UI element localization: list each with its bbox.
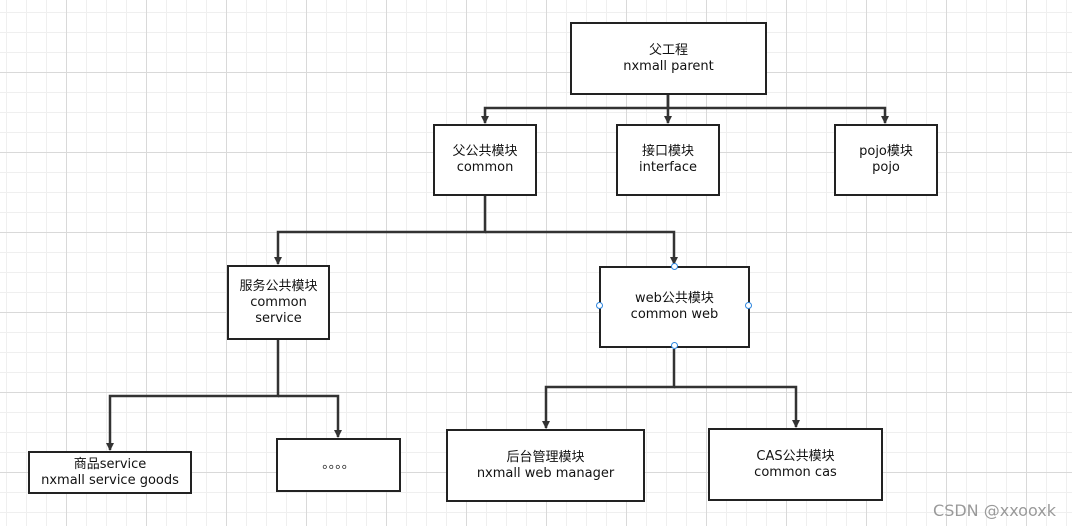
edge-common-web[interactable] <box>485 230 678 265</box>
selection-handle-left[interactable] <box>596 302 603 309</box>
interface-module-box[interactable]: 接口模块 interface <box>616 124 720 196</box>
parent-project-box[interactable]: 父工程 nxmall parent <box>570 22 767 95</box>
selection-handle-right[interactable] <box>745 302 752 309</box>
node-subtitle: pojo <box>872 160 900 175</box>
watermark: CSDN @xxooxk <box>933 501 1056 520</box>
node-subtitle: common web <box>630 307 719 322</box>
web-manager-box[interactable]: 后台管理模块 nxmall web manager <box>446 429 645 502</box>
edge-service-goods[interactable] <box>106 340 280 451</box>
node-subtitle: nxmall web manager <box>476 465 615 481</box>
node-subtitle-2: service <box>255 310 302 326</box>
node-title: 父公共模块 <box>452 144 518 159</box>
node-title: 父工程 <box>648 42 688 58</box>
selection-handle-top[interactable] <box>671 263 678 270</box>
node-subtitle: common <box>456 160 514 175</box>
edge-common-service[interactable] <box>274 196 487 265</box>
node-title: 商品service <box>73 456 147 472</box>
node-subtitle: common cas <box>754 464 837 480</box>
node-subtitle: interface <box>639 160 697 175</box>
edge-service-ellipsis[interactable] <box>278 394 342 438</box>
node-subtitle: common <box>250 294 307 310</box>
pojo-module-box[interactable]: pojo模块 pojo <box>834 124 938 196</box>
selection-handle-bottom[interactable] <box>671 342 678 349</box>
edge-parent-pojo[interactable] <box>668 106 889 124</box>
node-title: 接口模块 <box>641 144 694 159</box>
node-title: 服务公共模块 <box>239 278 318 294</box>
node-subtitle: nxmall parent <box>623 58 714 74</box>
ellipsis-text: 。。。。 <box>322 457 355 472</box>
cas-module-box[interactable]: CAS公共模块 common cas <box>708 428 883 501</box>
edge-parent-common[interactable] <box>481 94 670 124</box>
node-title: web公共模块 <box>635 291 714 306</box>
common-service-box[interactable]: 服务公共模块 common service <box>227 265 330 340</box>
node-title: CAS公共模块 <box>756 448 835 464</box>
node-title: 后台管理模块 <box>506 449 585 465</box>
common-web-box[interactable]: web公共模块 common web <box>599 266 750 348</box>
goods-service-box[interactable]: 商品service nxmall service goods <box>28 451 192 494</box>
common-module-box[interactable]: 父公共模块 common <box>433 124 537 196</box>
node-subtitle: nxmall service goods <box>41 472 179 488</box>
edge-web-manager[interactable] <box>542 349 676 429</box>
edge-web-cas[interactable] <box>674 385 800 428</box>
ellipsis-box[interactable]: 。。。。 <box>276 438 401 492</box>
node-title: pojo模块 <box>859 144 913 159</box>
